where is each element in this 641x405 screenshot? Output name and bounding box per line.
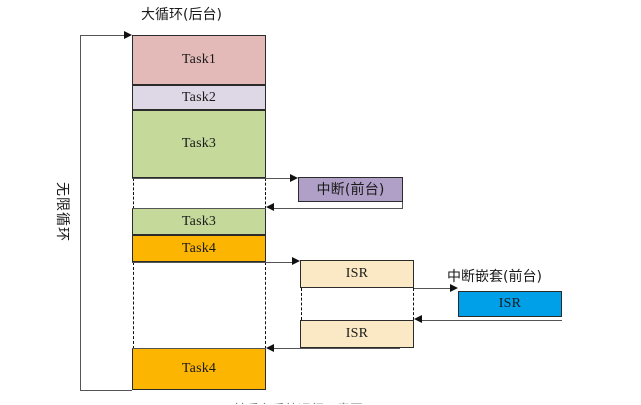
interrupt-call-arrowhead bbox=[290, 173, 298, 182]
nested-isr-block: ISR bbox=[458, 291, 562, 317]
loop-bracket-vertical bbox=[80, 35, 82, 391]
isr2-return-line bbox=[274, 348, 400, 350]
nested-isr-call-arrowhead bbox=[450, 283, 458, 292]
loop-bracket-bottom bbox=[80, 390, 132, 392]
interrupt-return-arrowhead bbox=[266, 203, 274, 211]
interrupt-return-drop bbox=[402, 202, 404, 208]
interrupt-return-line bbox=[274, 207, 403, 209]
isr-dash-right bbox=[413, 288, 414, 320]
task-block-task4-first: Task4 bbox=[132, 235, 266, 262]
task-block-task1: Task1 bbox=[132, 35, 266, 85]
interrupt-call-line bbox=[266, 178, 290, 180]
isr-dash-left bbox=[301, 288, 302, 320]
interrupt-foreground-box: 中断(前台) bbox=[298, 177, 403, 202]
nested-isr-call-line bbox=[414, 288, 450, 290]
task-block-task2: Task2 bbox=[132, 85, 266, 110]
nested-isr-return-arrowhead bbox=[414, 315, 422, 323]
nested-interrupt-title: 中断嵌套(前台) bbox=[447, 269, 542, 285]
gap2-top-rule bbox=[132, 261, 266, 263]
isr2-return-arrowhead bbox=[266, 343, 274, 352]
task-block-task4-second: Task4 bbox=[132, 348, 266, 390]
isr-block-2: ISR bbox=[300, 320, 414, 348]
isr1-call-arrowhead bbox=[292, 257, 300, 265]
task-block-task3-second: Task3 bbox=[132, 208, 266, 235]
loop-bracket-top bbox=[80, 35, 126, 37]
task-column-dash-right-gap2 bbox=[265, 262, 266, 349]
infinite-loop-label: 无限循环 bbox=[54, 182, 70, 242]
loop-entry-arrowhead bbox=[124, 30, 132, 39]
gap1-bottom-rule bbox=[132, 207, 266, 209]
task-column-dash-right-gap1 bbox=[265, 178, 266, 209]
gap1-top-rule bbox=[132, 178, 266, 180]
isr-block-1: ISR bbox=[300, 260, 414, 288]
gap2-bottom-rule bbox=[132, 348, 266, 350]
isr1-call-line bbox=[266, 261, 292, 263]
figure-caption: 前后台系统运行示意图 bbox=[233, 399, 433, 404]
task-block-task3-first: Task3 bbox=[132, 110, 266, 178]
nested-isr-return-line bbox=[422, 319, 562, 321]
background-loop-title: 大循环(后台) bbox=[141, 7, 222, 23]
task-column-dash-left-gap2 bbox=[133, 262, 134, 349]
task-column-dash-left-gap1 bbox=[133, 178, 134, 209]
